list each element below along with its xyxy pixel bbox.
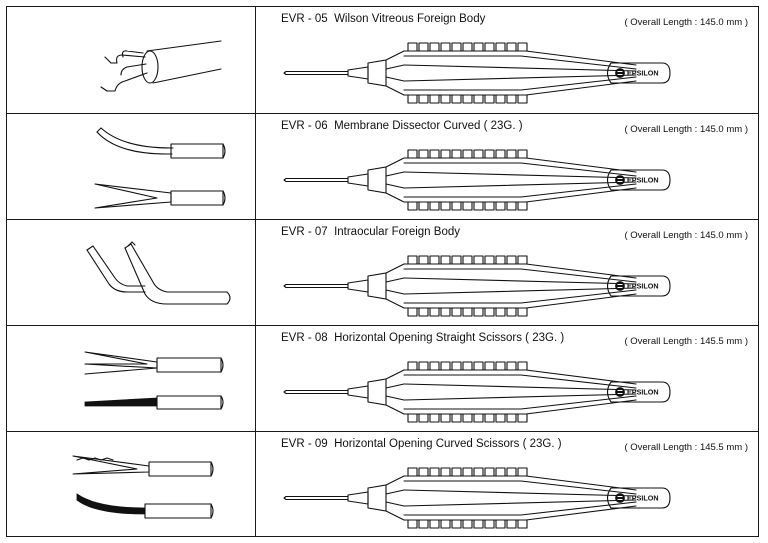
tip-detail-cell [7, 114, 256, 219]
instrument-info-cell: EVR - 07 Intraocular Foreign Body ( Over… [256, 220, 758, 325]
instrument-row: EVR - 06 Membrane Dissector Curved ( 23G… [7, 113, 758, 219]
tip-detail-cell [7, 220, 256, 325]
instrument-handle-illustration: EPSILON [283, 42, 671, 104]
curved-dissector-tip-illustration [94, 127, 226, 209]
tip-detail-cell [7, 432, 256, 536]
instrument-title: EVR - 05 Wilson Vitreous Foreign Body [281, 13, 486, 25]
instrument-handle-illustration: EPSILON [283, 467, 671, 529]
svg-text:EPSILON: EPSILON [627, 388, 659, 397]
instrument-info-cell: EVR - 08 Horizontal Opening Straight Sci… [256, 326, 758, 431]
overall-length-label: ( Overall Length : 145.5 mm ) [624, 442, 748, 453]
svg-text:EPSILON: EPSILON [627, 69, 659, 78]
svg-text:EPSILON: EPSILON [627, 282, 659, 291]
instrument-row: EVR - 08 Horizontal Opening Straight Sci… [7, 325, 758, 431]
instrument-handle-illustration: EPSILON [283, 361, 671, 423]
instrument-row: EVR - 09 Horizontal Opening Curved Sciss… [7, 431, 758, 536]
curved-scissors-tip-illustration [72, 455, 214, 519]
tip-detail-cell [7, 326, 256, 431]
instrument-info-cell: EVR - 06 Membrane Dissector Curved ( 23G… [256, 114, 758, 219]
instrument-title: EVR - 08 Horizontal Opening Straight Sci… [281, 332, 565, 344]
tip-detail-cell [7, 7, 256, 113]
instrument-handle-illustration: EPSILON [283, 255, 671, 317]
foreign-body-forceps-tip-illustration [86, 241, 231, 305]
overall-length-label: ( Overall Length : 145.0 mm ) [624, 17, 748, 28]
instrument-row: EVR - 05 Wilson Vitreous Foreign Body ( … [7, 7, 758, 113]
overall-length-label: ( Overall Length : 145.0 mm ) [624, 230, 748, 241]
overall-length-label: ( Overall Length : 145.5 mm ) [624, 336, 748, 347]
straight-scissors-tip-illustration [84, 351, 224, 410]
instrument-row: EVR - 07 Intraocular Foreign Body ( Over… [7, 219, 758, 325]
instrument-title: EVR - 09 Horizontal Opening Curved Sciss… [281, 438, 562, 450]
svg-text:EPSILON: EPSILON [627, 176, 659, 185]
instrument-handle-illustration: EPSILON [283, 149, 671, 211]
instrument-info-cell: EVR - 05 Wilson Vitreous Foreign Body ( … [256, 7, 758, 113]
instrument-info-cell: EVR - 09 Horizontal Opening Curved Sciss… [256, 432, 758, 536]
instrument-title: EVR - 06 Membrane Dissector Curved ( 23G… [281, 120, 523, 132]
instrument-table: EVR - 05 Wilson Vitreous Foreign Body ( … [6, 6, 759, 537]
instrument-title: EVR - 07 Intraocular Foreign Body [281, 226, 460, 238]
basket-forceps-tip-illustration [100, 40, 222, 92]
svg-text:EPSILON: EPSILON [627, 494, 659, 503]
overall-length-label: ( Overall Length : 145.0 mm ) [624, 124, 748, 135]
